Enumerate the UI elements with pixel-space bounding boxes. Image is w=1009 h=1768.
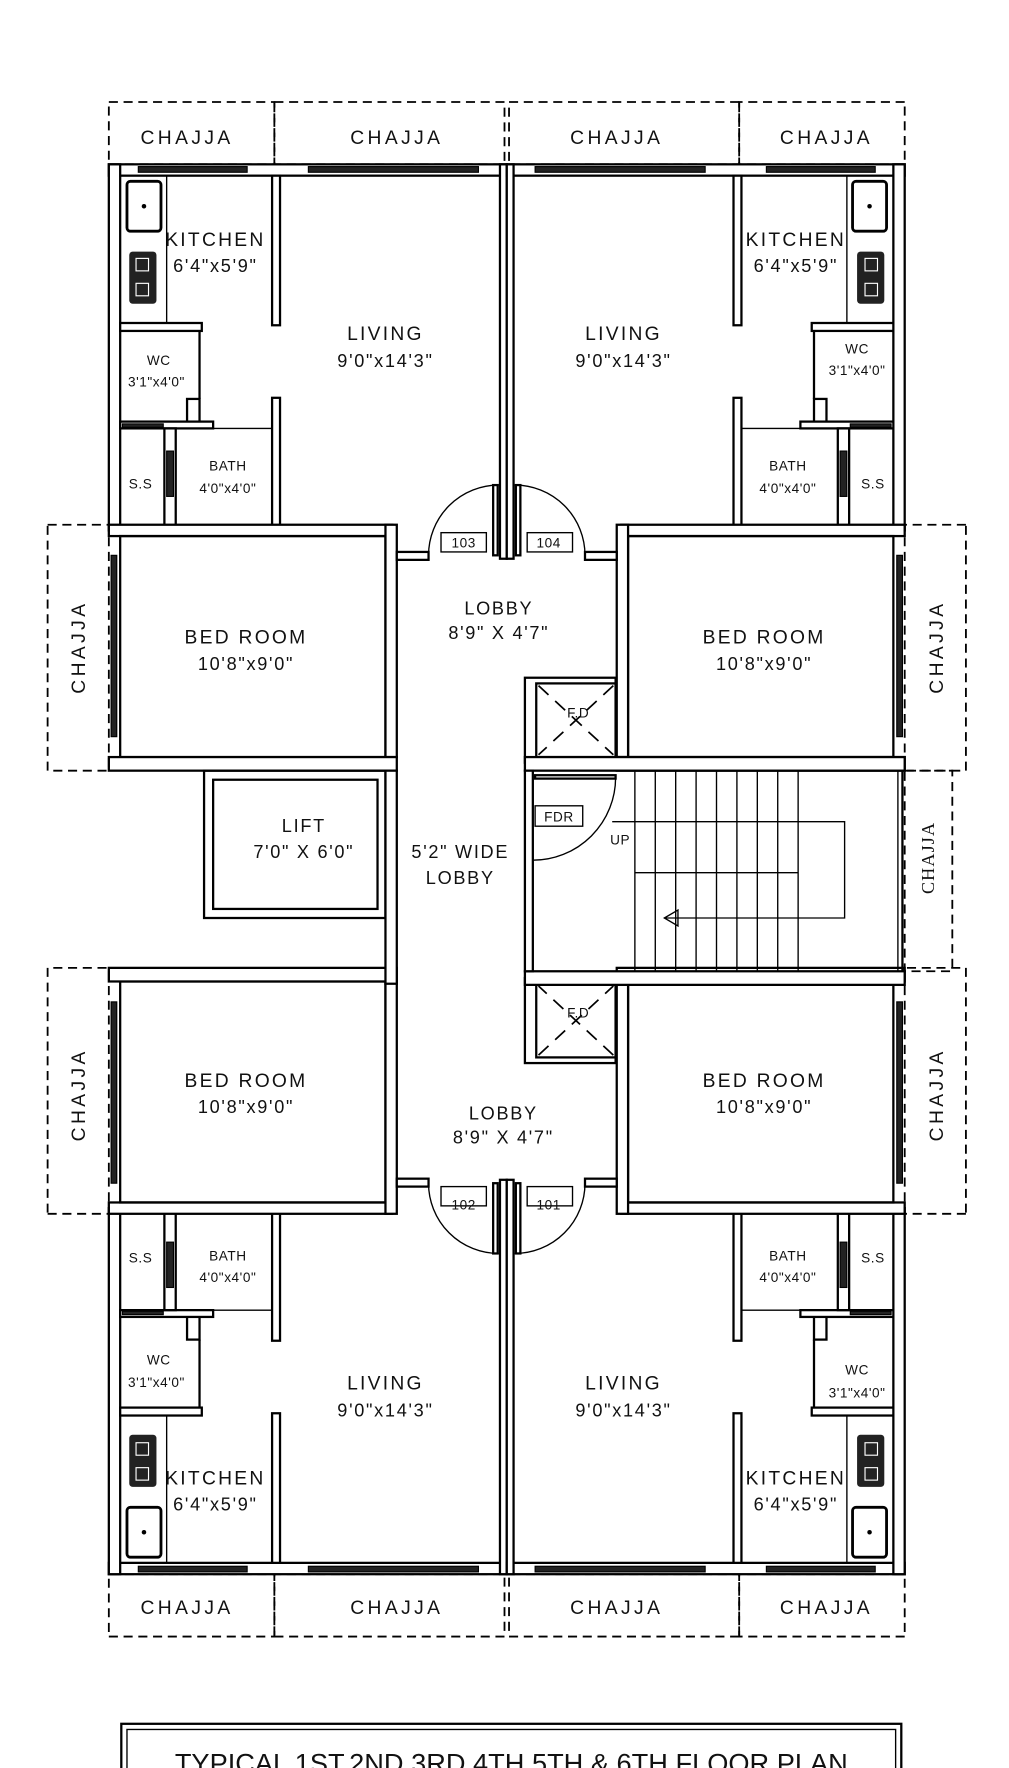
lift-label: LIFT [282, 816, 326, 836]
room-wc: WC [147, 1353, 171, 1368]
room-bath-size: 4'0"x4'0" [199, 481, 256, 496]
room-living: LIVING [347, 324, 424, 345]
room-living: LIVING [585, 1373, 662, 1394]
flat-number: 103 [451, 535, 475, 550]
chajja-labels: CHAJJA CHAJJA CHAJJA CHAJJA CHAJJA CHAJJ… [69, 128, 948, 1619]
chajja-label: CHAJJA [570, 128, 663, 149]
chajja-label: CHAJJA [140, 1598, 233, 1619]
room-bedroom-size: 10'8"x9'0" [716, 1097, 812, 1117]
room-wc-size: 3'1"x4'0" [829, 363, 886, 378]
lift-shaft [202, 769, 398, 985]
lobby-bottom-size: 8'9" X 4'7" [453, 1128, 554, 1148]
staircase [523, 755, 954, 986]
room-kitchen-size: 6'4"x5'9" [754, 256, 838, 276]
lift-size: 7'0" X 6'0" [253, 842, 354, 862]
chajja-label: CHAJJA [350, 128, 443, 149]
room-kitchen: KITCHEN [746, 230, 846, 251]
room-kitchen-size: 6'4"x5'9" [173, 1495, 257, 1515]
room-living: LIVING [585, 324, 662, 345]
core-labels: LOBBY 8'9" X 4'7" LOBBY 8'9" X 4'7" LIFT… [253, 598, 630, 1148]
chajja-label: CHAJJA [570, 1598, 663, 1619]
title-block [120, 1722, 903, 1768]
stair-up-label: UP [610, 832, 630, 847]
room-bedroom-size: 10'8"x9'0" [716, 654, 812, 674]
chajja-label: CHAJJA [69, 601, 90, 694]
room-living: LIVING [347, 1373, 424, 1394]
room-kitchen-size: 6'4"x5'9" [754, 1495, 838, 1515]
room-ss: S.S [861, 1251, 885, 1266]
room-bath: BATH [209, 458, 247, 473]
chajja-label: CHAJJA [350, 1598, 443, 1619]
unit-bottom-left-walls [46, 966, 509, 1638]
room-bath: BATH [769, 458, 807, 473]
room-ss: S.S [861, 476, 885, 491]
corridor-label: 5'2" WIDE [411, 842, 509, 862]
lobby-bottom-label: LOBBY [469, 1104, 538, 1124]
room-wc: WC [845, 1363, 869, 1378]
room-wc-size: 3'1"x4'0" [829, 1385, 886, 1400]
chajja-label: CHAJJA [927, 601, 948, 694]
room-bedroom: BED ROOM [703, 1071, 826, 1092]
room-kitchen: KITCHEN [165, 1469, 265, 1490]
room-wc-size: 3'1"x4'0" [128, 374, 185, 389]
room-bath-size: 4'0"x4'0" [199, 1270, 256, 1285]
room-bedroom: BED ROOM [703, 628, 826, 649]
room-wc: WC [845, 342, 869, 357]
unit-bottom-right-walls [505, 966, 968, 1638]
drawing-title: TYPICAL 1ST,2ND,3RD,4TH,5TH & 6TH FLOOR … [175, 1748, 848, 1768]
fire-door-label: FDR [544, 810, 574, 825]
fire-duct-label: F.D [567, 1006, 589, 1021]
fire-duct-label: F.D [567, 705, 589, 720]
chajja-label: CHAJJA [69, 1048, 90, 1141]
chajja-label: CHAJJA [927, 1048, 948, 1141]
chajja-label: CHAJJA [140, 128, 233, 149]
room-living-size: 9'0"x14'3" [337, 351, 433, 371]
room-bedroom-size: 10'8"x9'0" [198, 1097, 294, 1117]
room-bedroom-size: 10'8"x9'0" [198, 654, 294, 674]
room-living-size: 9'0"x14'3" [337, 1401, 433, 1421]
lobby-top-size: 8'9" X 4'7" [448, 623, 549, 643]
room-bedroom: BED ROOM [185, 1071, 308, 1092]
room-bath: BATH [209, 1248, 247, 1263]
chajja-label: CHAJJA [918, 822, 938, 894]
room-kitchen-size: 6'4"x5'9" [173, 256, 257, 276]
room-ss: S.S [129, 1251, 153, 1266]
chajja-label: CHAJJA [780, 1598, 873, 1619]
lobby-top-label: LOBBY [464, 598, 533, 618]
corridor-label-2: LOBBY [426, 868, 495, 888]
unit-top-left-labels: KITCHEN 6'4"x5'9" LIVING 9'0"x14'3" WC 3… [128, 230, 475, 674]
flat-number: 104 [537, 535, 561, 550]
room-kitchen: KITCHEN [746, 1469, 846, 1490]
room-ss: S.S [129, 476, 153, 491]
room-bath-size: 4'0"x4'0" [759, 1270, 816, 1285]
room-bedroom: BED ROOM [185, 628, 308, 649]
room-wc: WC [147, 353, 171, 368]
unit-top-right-labels: KITCHEN 6'4"x5'9" LIVING 9'0"x14'3" WC 3… [537, 230, 886, 674]
unit-bottom-left-labels: KITCHEN 6'4"x5'9" LIVING 9'0"x14'3" WC 3… [128, 1071, 475, 1515]
flat-number: 101 [537, 1197, 561, 1212]
room-living-size: 9'0"x14'3" [575, 1401, 671, 1421]
room-living-size: 9'0"x14'3" [575, 351, 671, 371]
room-kitchen: KITCHEN [165, 230, 265, 251]
room-wc-size: 3'1"x4'0" [128, 1375, 185, 1390]
room-bath-size: 4'0"x4'0" [759, 481, 816, 496]
unit-bottom-right-labels: KITCHEN 6'4"x5'9" LIVING 9'0"x14'3" WC 3… [537, 1071, 886, 1515]
room-bath: BATH [769, 1248, 807, 1263]
chajja-label: CHAJJA [780, 128, 873, 149]
flat-number: 102 [451, 1197, 475, 1212]
